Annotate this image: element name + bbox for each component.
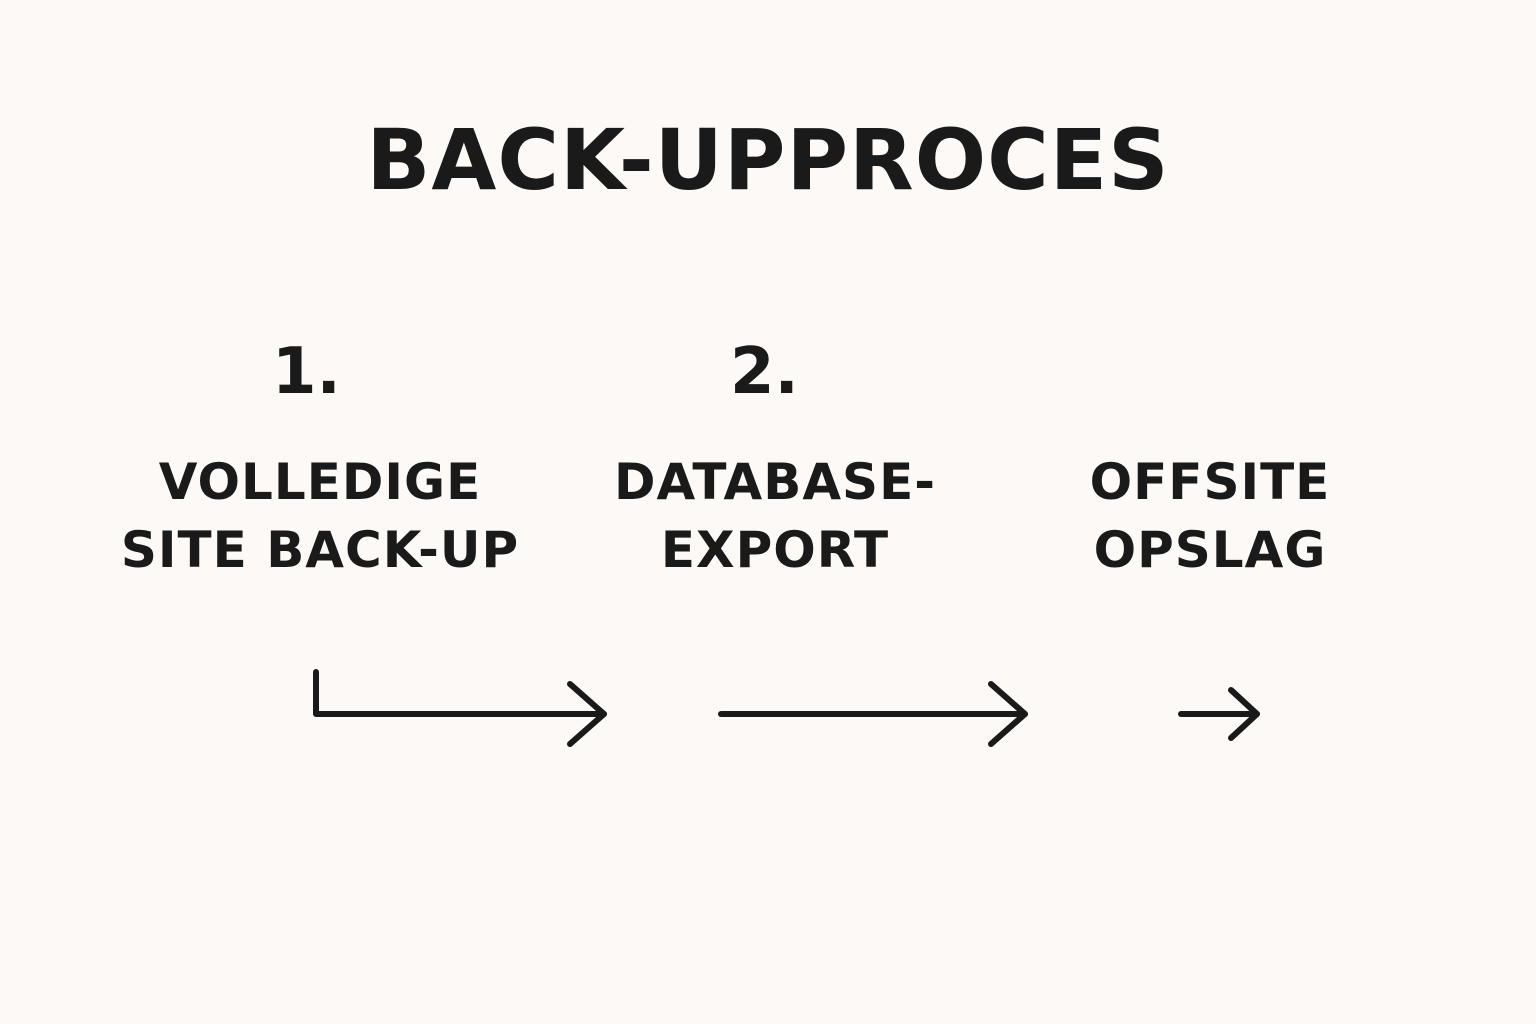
step-2-label-line-1: DATABASE- <box>614 453 936 511</box>
arrowhead-step3-out <box>1228 687 1260 741</box>
step-2-label-line-2: EXPORT <box>660 521 890 579</box>
step-1-label-line-2: SITE BACK-UP <box>120 521 520 579</box>
arrow-step1-to-step2 <box>313 669 607 717</box>
arrowhead-step2-to-step3 <box>988 681 1028 747</box>
step-1-number: 1. <box>272 335 341 409</box>
step-1-label: VOLLEDIGE SITE BACK-UP <box>100 448 540 584</box>
step-3-label: OFFSITE OPSLAG <box>1060 448 1360 584</box>
step-1-label-line-1: VOLLEDIGE <box>158 453 482 511</box>
arrowhead-step1-to-step2 <box>567 681 607 747</box>
step-3-label-line-2: OPSLAG <box>1093 521 1327 579</box>
step-2-number: 2. <box>730 335 799 409</box>
step-3-label-line-1: OFFSITE <box>1089 453 1331 511</box>
step-2-label: DATABASE- EXPORT <box>585 448 965 584</box>
diagram-title: BACK-UPPROCES <box>366 111 1170 209</box>
